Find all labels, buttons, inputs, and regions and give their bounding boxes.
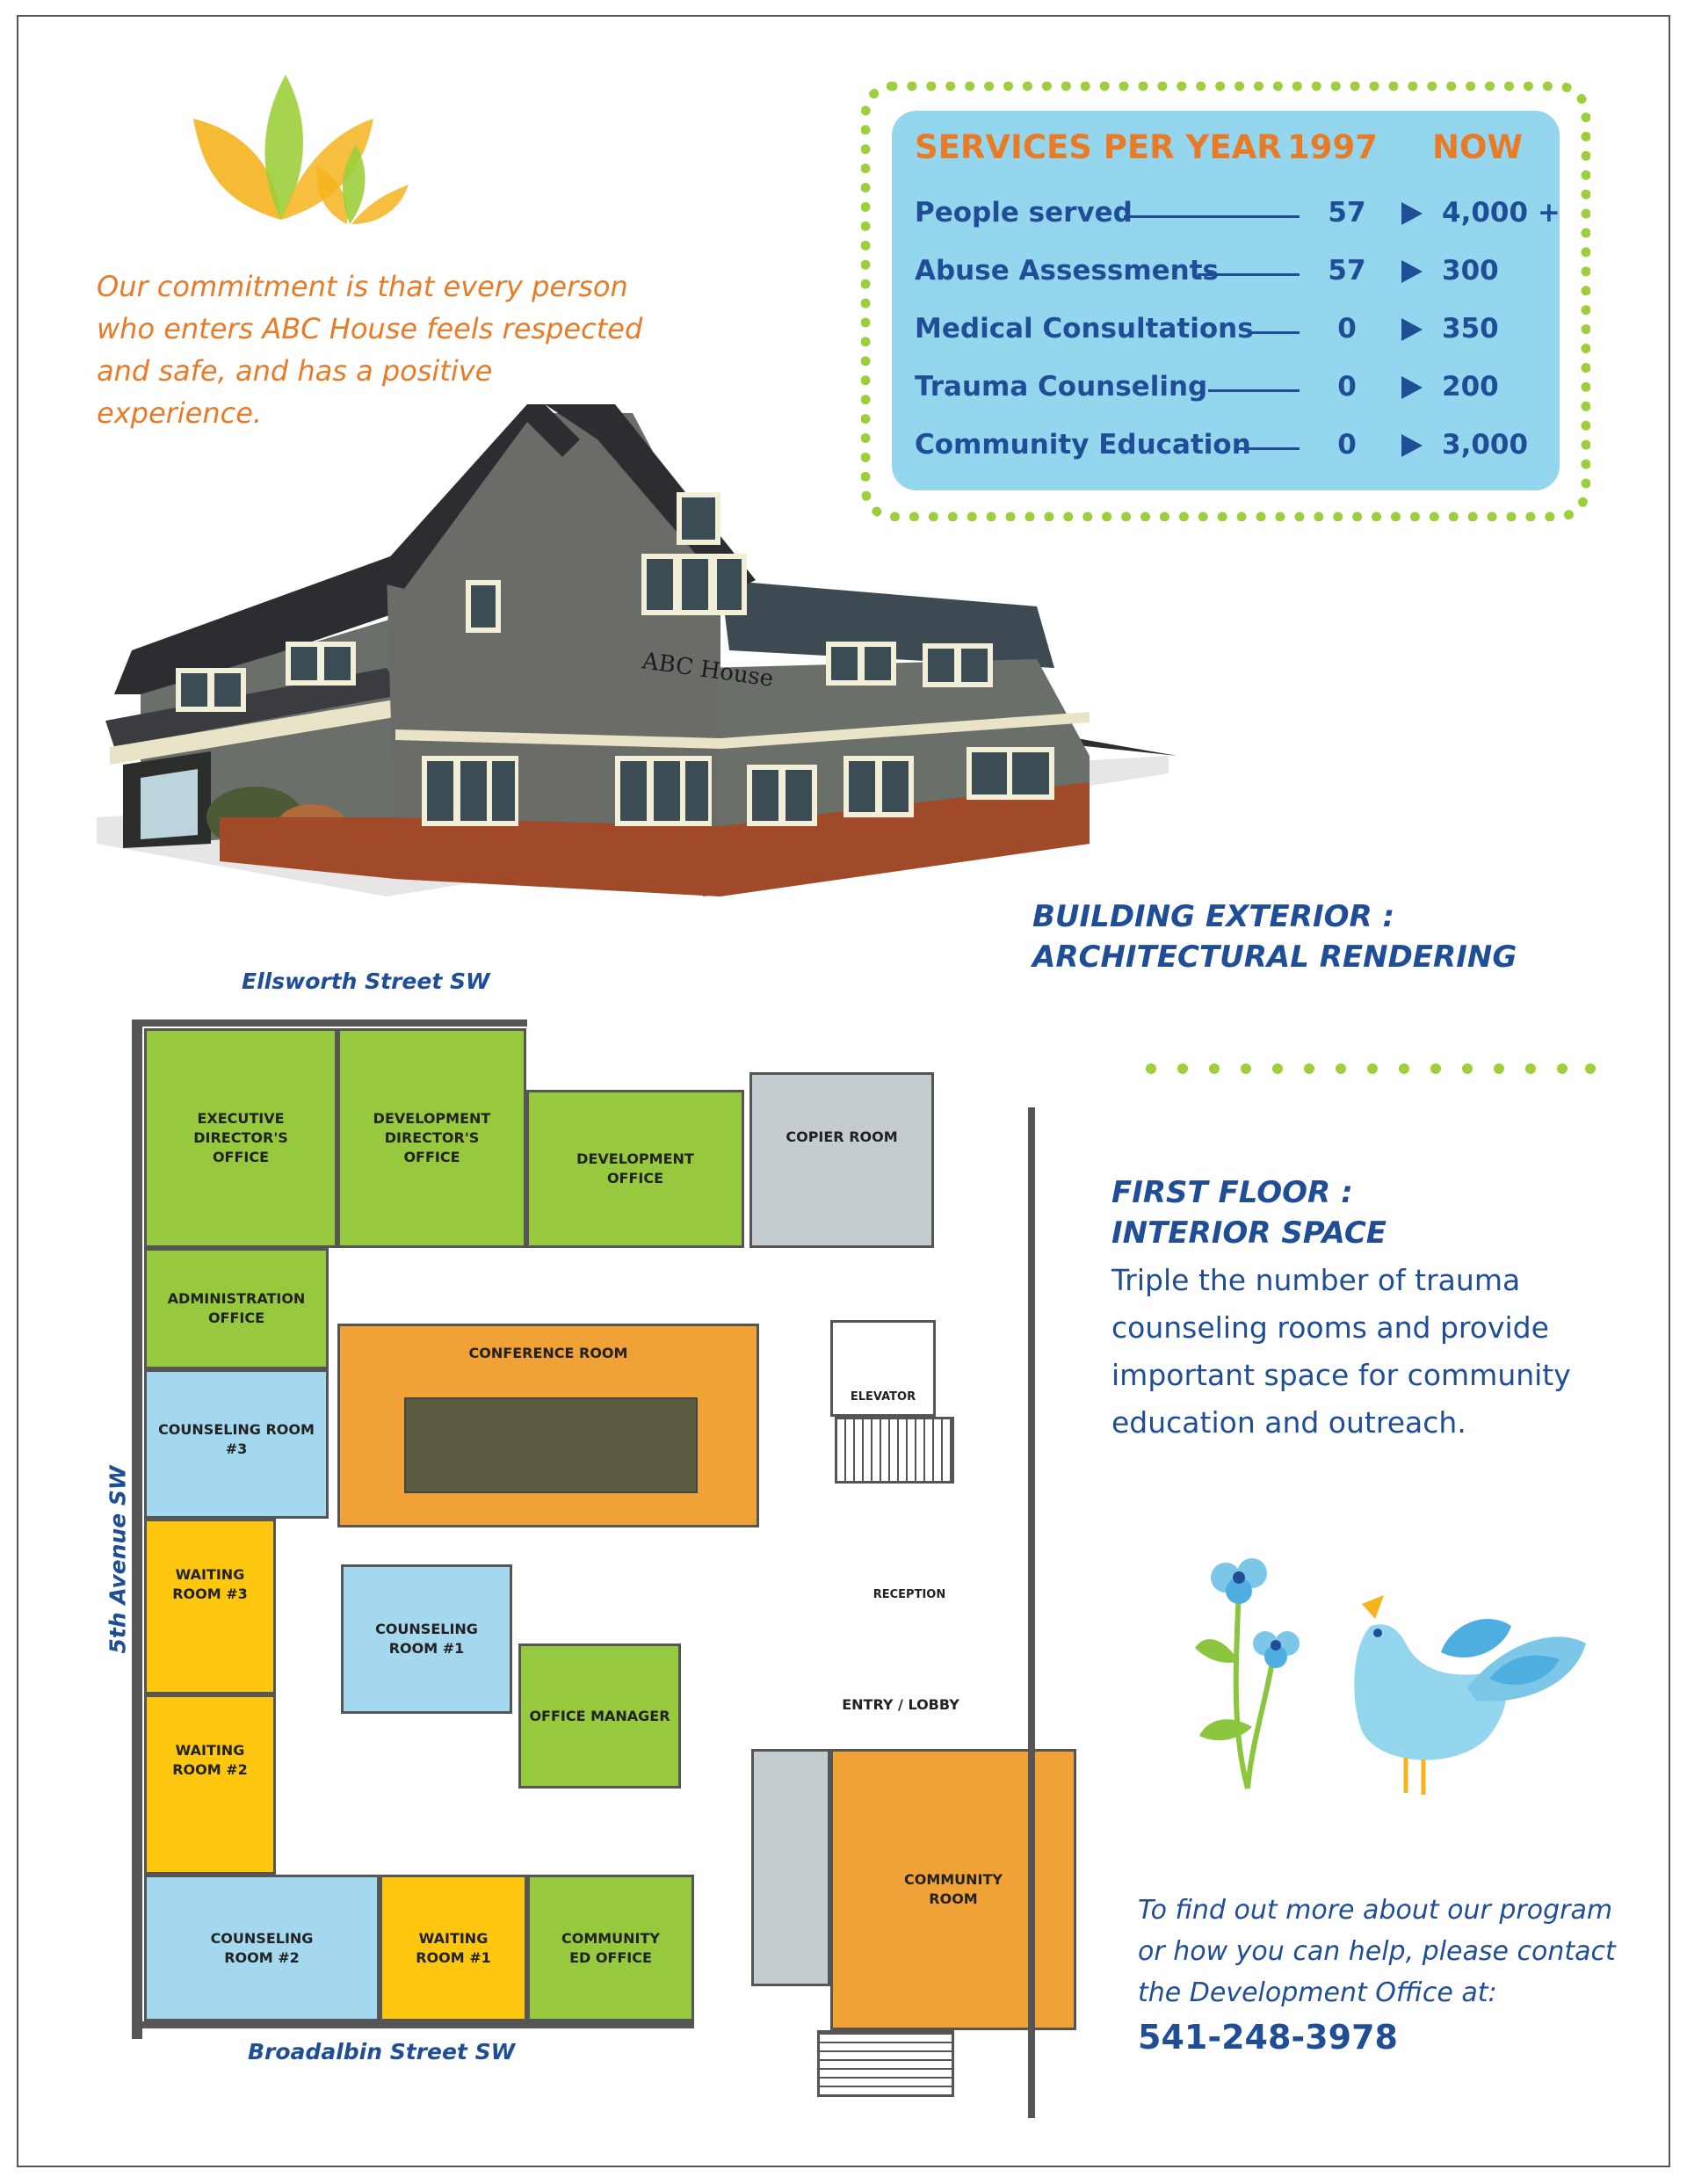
stats-col-1997: 1997 <box>1287 128 1378 166</box>
room-community: COMMUNITY ROOM <box>830 1749 1076 2030</box>
room-counseling-1: COUNSELING ROOM #1 <box>341 1564 512 1714</box>
interior-description: Triple the number of trauma counseling r… <box>1111 1257 1604 1447</box>
stats-dotted-border <box>861 82 1590 521</box>
room-office-manager: OFFICE MANAGER <box>518 1643 681 1789</box>
room-elevator: ELEVATOR <box>830 1320 936 1417</box>
room-reception: RECEPTION <box>844 1538 975 1652</box>
conference-table <box>404 1397 698 1493</box>
interior-heading-line: INTERIOR SPACE <box>1111 1215 1387 1251</box>
contact-line: the Development Office at: <box>1138 1977 1497 2008</box>
interior-description-line: counseling rooms and provide <box>1111 1310 1549 1345</box>
bird-icon <box>1354 1595 1586 1795</box>
stats-row: Trauma Counseling 0 200 <box>915 371 1547 406</box>
building-caption: BUILDING EXTERIOR : ARCHITECTURAL RENDER… <box>1032 896 1517 977</box>
street-west: 5th Avenue SW <box>105 1465 131 1654</box>
commitment-line: Our commitment is that every person <box>97 270 628 303</box>
arrow-right-icon <box>1401 434 1423 457</box>
stats-row-now: 200 <box>1442 371 1499 403</box>
leader-line <box>1198 273 1300 276</box>
stats-row: People served 57 4,000 + <box>915 197 1560 232</box>
stats-col-now: NOW <box>1432 128 1524 166</box>
wall <box>132 1019 142 2039</box>
room-administration: ADMINISTRATION OFFICE <box>144 1248 329 1369</box>
dotted-divider <box>1146 1063 1596 1074</box>
arrow-right-icon <box>1401 202 1423 225</box>
arrow-right-icon <box>1401 376 1423 399</box>
interior-description-line: education and outreach. <box>1111 1405 1466 1440</box>
room-counseling-2: COUNSELING ROOM #2 <box>144 1875 380 2021</box>
room-waiting-3: WAITING ROOM #3 <box>144 1519 276 1694</box>
room-counseling-3: COUNSELING ROOM #3 <box>144 1369 329 1519</box>
stats-row-now: 350 <box>1442 313 1499 345</box>
wall <box>132 2021 694 2028</box>
room-entry-lobby: ENTRY / LOBBY <box>842 1696 959 1713</box>
stats-row-then: 0 <box>1337 313 1357 345</box>
stats-row-label: People served <box>915 197 1133 229</box>
room-waiting-2: WAITING ROOM #2 <box>144 1694 276 1875</box>
room-community-ed: COMMUNITY ED OFFICE <box>527 1875 694 2021</box>
stats-row-then: 57 <box>1328 255 1366 287</box>
stats-row-label: Medical Consultations <box>915 313 1254 345</box>
contact-line: or how you can help, please contact <box>1138 1936 1616 1967</box>
stats-row: Medical Consultations 0 350 <box>915 313 1547 348</box>
interior-heading: FIRST FLOOR : INTERIOR SPACE <box>1111 1172 1387 1253</box>
arrow-right-icon <box>1401 260 1423 283</box>
page-border <box>17 15 1670 2167</box>
leader-line <box>1208 389 1300 392</box>
stats-heading: SERVICES PER YEAR <box>915 128 1282 166</box>
building-caption-line: BUILDING EXTERIOR : <box>1032 899 1395 934</box>
flower-icon <box>1195 1558 1300 1789</box>
floor-plan: EXECUTIVE DIRECTOR'S OFFICE DEVELOPMENT … <box>132 1019 1098 2118</box>
room-executive-director: EXECUTIVE DIRECTOR'S OFFICE <box>144 1028 337 1248</box>
commitment-statement: Our commitment is that every person who … <box>97 265 659 434</box>
stats-row-label: Trauma Counseling <box>915 371 1208 403</box>
stats-row-then: 57 <box>1328 197 1366 229</box>
stats-row-label: Abuse Assessments <box>915 255 1220 287</box>
services-stats-box: SERVICES PER YEAR 1997 NOW People served… <box>892 111 1560 490</box>
room-waiting-1: WAITING ROOM #1 <box>380 1875 527 2021</box>
street-south: Broadalbin Street SW <box>248 2039 516 2064</box>
interior-heading-line: FIRST FLOOR : <box>1111 1175 1353 1210</box>
room-development-director: DEVELOPMENT DIRECTOR'S OFFICE <box>337 1028 526 1248</box>
building-rendering: ABC House <box>97 404 1177 896</box>
building-caption-line: ARCHITECTURAL RENDERING <box>1032 940 1517 975</box>
leaf-logo-icon <box>193 75 409 224</box>
contact-phone[interactable]: 541-248-3978 <box>1138 2018 1398 2057</box>
room-copier: COPIER ROOM <box>749 1072 934 1248</box>
contact-text: To find out more about our program or ho… <box>1138 1890 1630 2013</box>
wall <box>1028 1107 1035 2118</box>
leader-line <box>1124 215 1300 218</box>
stats-row-then: 0 <box>1337 371 1357 403</box>
contact-line: To find out more about our program <box>1138 1895 1613 1926</box>
leader-line <box>1238 447 1300 450</box>
stairs <box>835 1417 954 1484</box>
stats-row-then: 0 <box>1337 429 1357 461</box>
stats-row-label: Community Education <box>915 429 1251 461</box>
arrow-right-icon <box>1401 318 1423 341</box>
leader-line <box>1250 331 1300 334</box>
stats-row-now: 4,000 + <box>1442 197 1560 229</box>
stats-row: Abuse Assessments 57 300 <box>915 255 1547 290</box>
room-development-office: DEVELOPMENT OFFICE <box>526 1090 744 1248</box>
stats-row-now: 3,000 <box>1442 429 1529 461</box>
wall <box>132 1019 527 1027</box>
stairs <box>817 2030 954 2097</box>
interior-description-line: important space for community <box>1111 1358 1571 1392</box>
commitment-line: and safe, and has a positive experience. <box>97 354 493 430</box>
interior-description-line: Triple the number of trauma <box>1111 1263 1521 1297</box>
stats-row: Community Education 0 3,000 <box>915 429 1547 464</box>
street-north: Ellsworth Street SW <box>242 969 490 994</box>
stats-row-now: 300 <box>1442 255 1499 287</box>
commitment-line: who enters ABC House feels respected <box>97 312 643 345</box>
corridor-gray <box>751 1749 830 1986</box>
